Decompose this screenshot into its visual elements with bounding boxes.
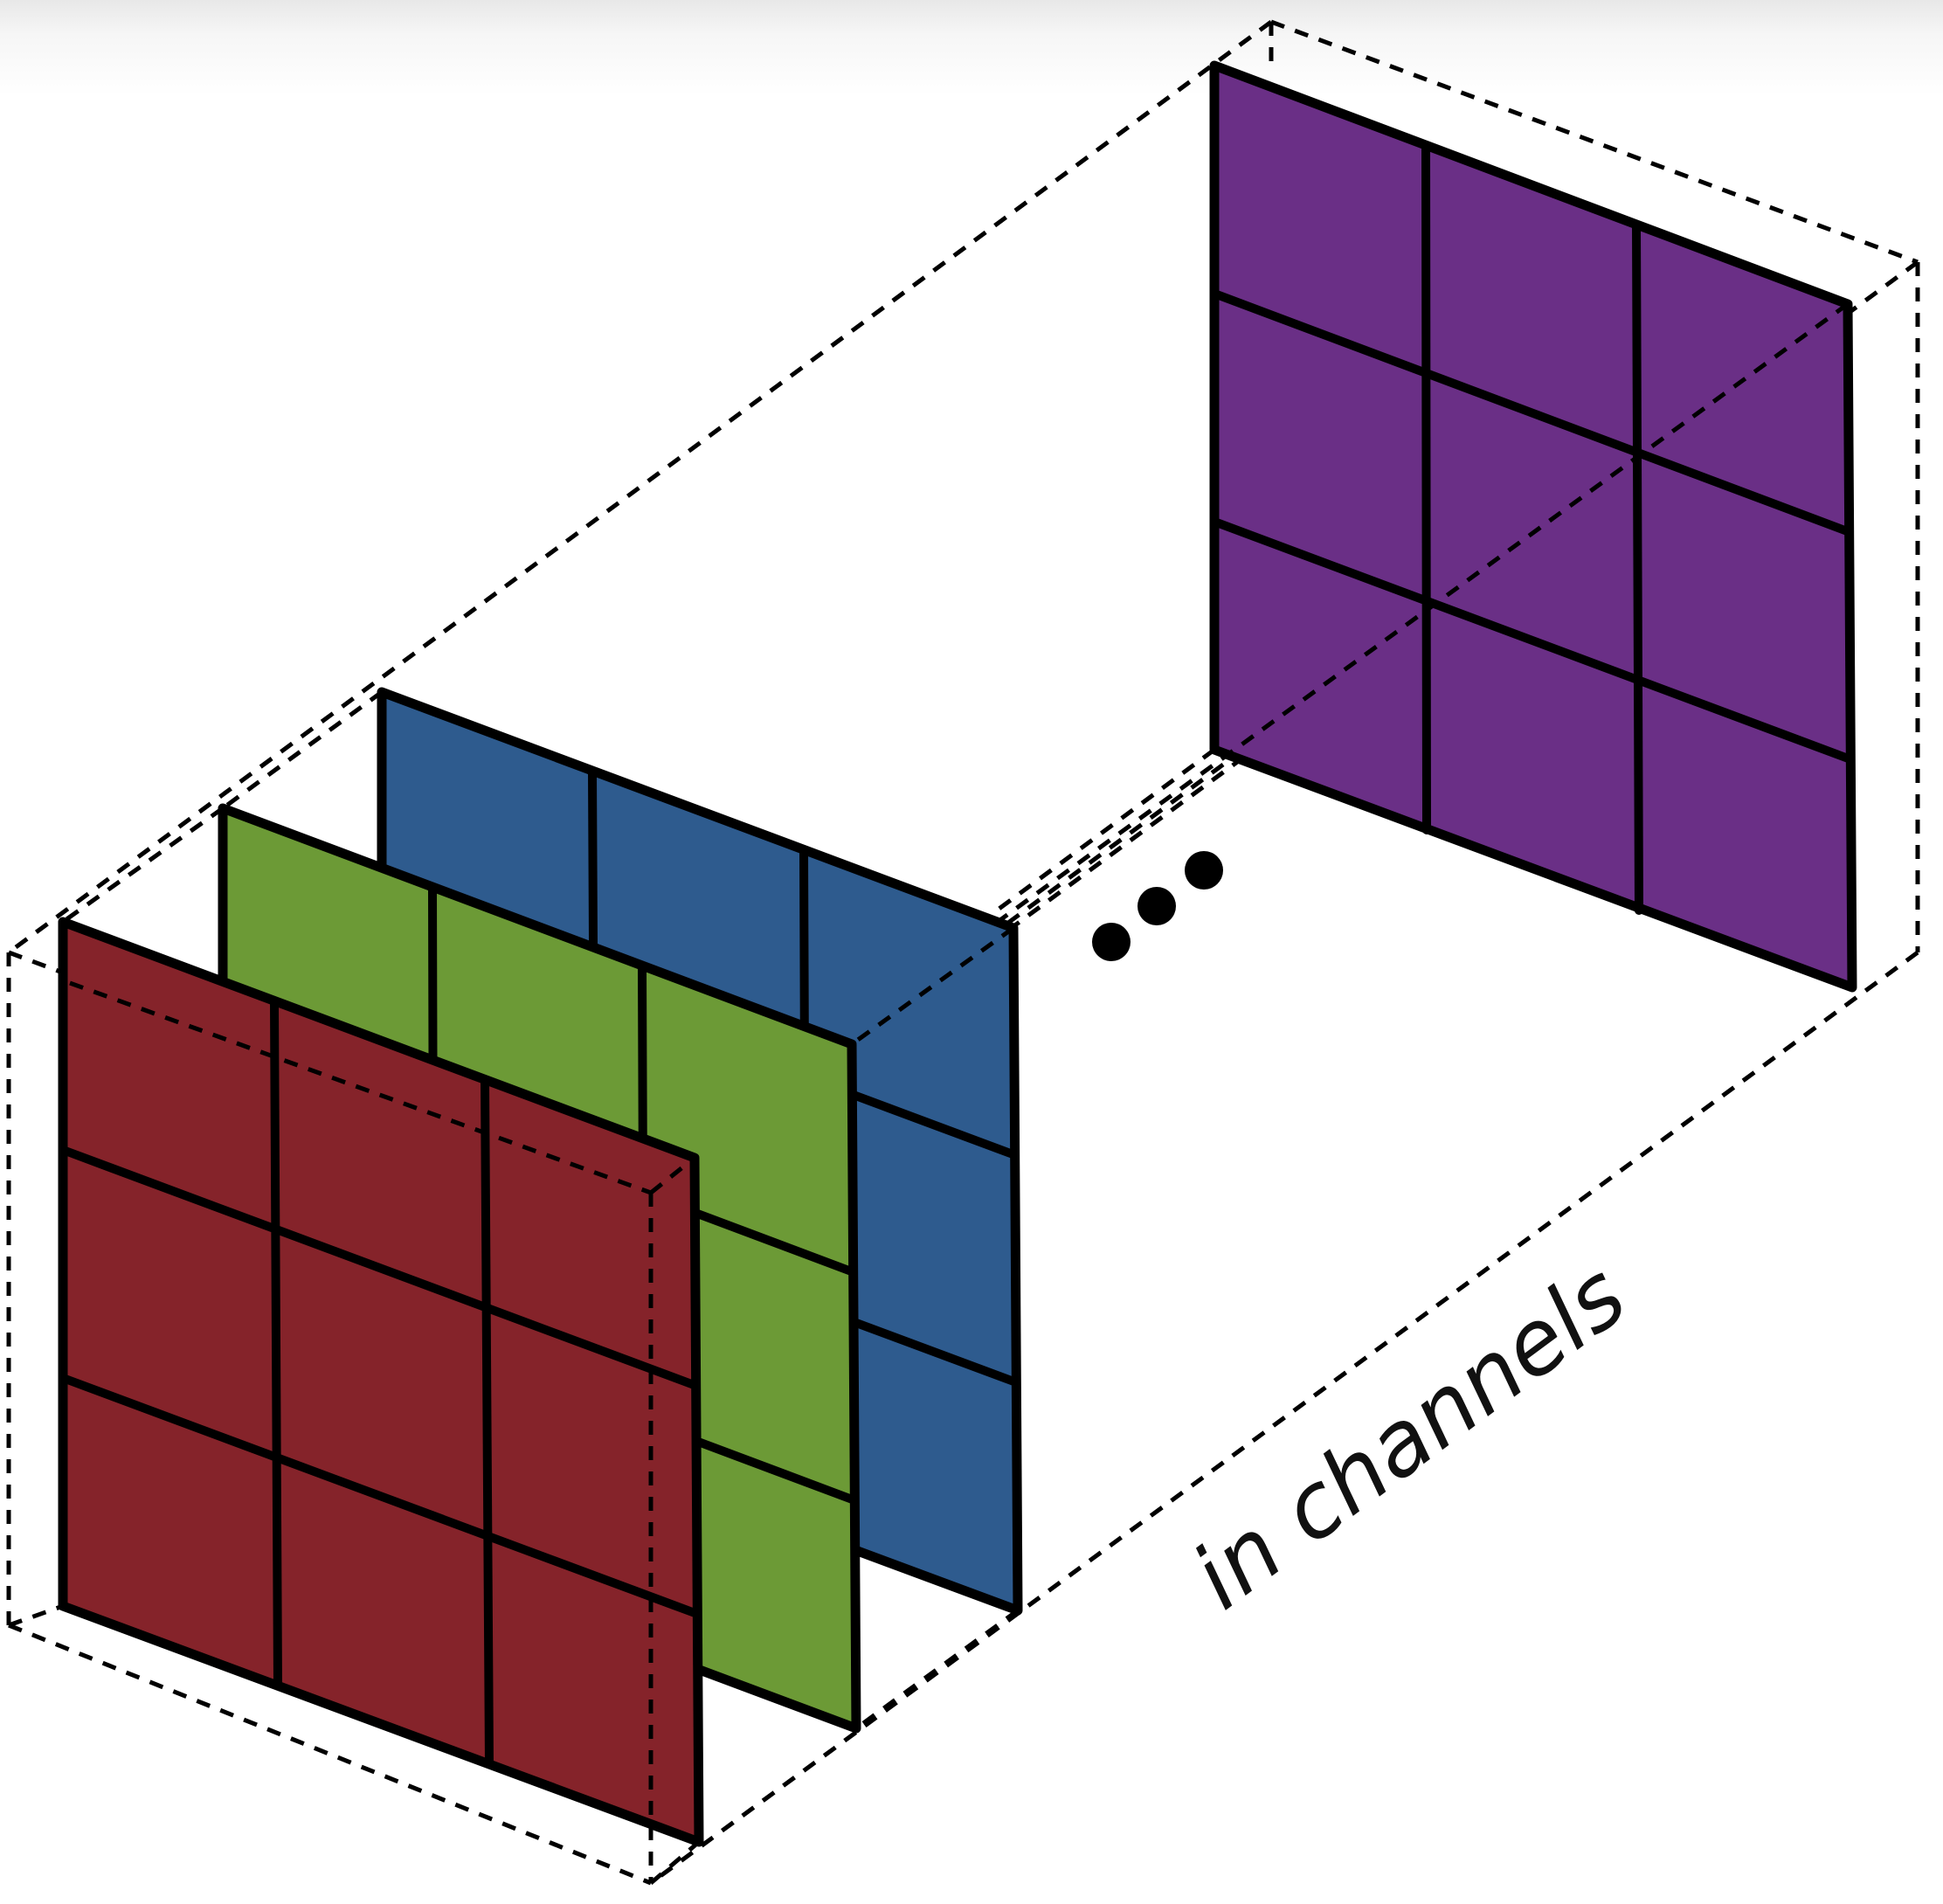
purple-panel-fill: [1214, 66, 1852, 987]
bounding-box-front-dashes: [8, 980, 701, 1885]
bounding-box-inner-dashes: [985, 301, 1850, 938]
in-channels-label: in channels: [1174, 1243, 1645, 1630]
channel-panel-purple: [1209, 60, 1857, 993]
channel-panel-red: [58, 917, 704, 1847]
red-panel-fill: [63, 922, 699, 1842]
purple-grid-lines: [1210, 141, 1855, 915]
purple-panel-border: [1209, 60, 1857, 993]
red-grid-lines: [59, 996, 702, 1768]
ellipsis-icon: [1092, 851, 1223, 961]
